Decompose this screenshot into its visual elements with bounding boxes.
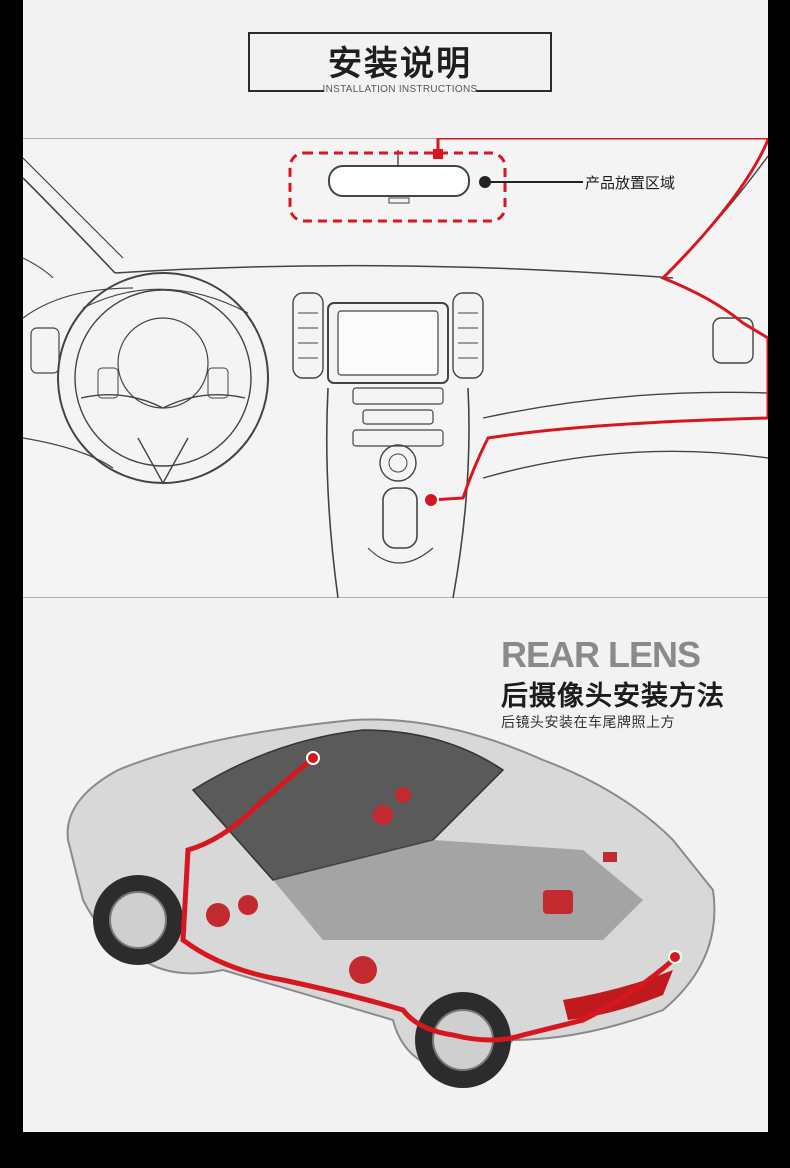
content-panel: 安装说明 INSTALLATION INSTRUCTIONS: [23, 0, 768, 1132]
rear-install-description: 后镜头安装在车尾牌照上方: [501, 715, 675, 731]
subtitle-line-right: [476, 90, 552, 92]
rear-install-title: 后摄像头安装方法: [501, 681, 725, 712]
page-subtitle: INSTALLATION INSTRUCTIONS: [322, 84, 478, 95]
car-cutaway-illustration: [23, 600, 768, 1132]
car-interior-illustration: [23, 138, 768, 598]
rear-lens-heading: REAR LENS: [501, 634, 701, 675]
subtitle-row: INSTALLATION INSTRUCTIONS: [248, 84, 552, 98]
product-area-label: 产品放置区域: [585, 174, 676, 192]
page-title: 安装说明: [328, 44, 472, 84]
title-frame: [248, 32, 552, 90]
subtitle-line-left: [248, 90, 324, 92]
